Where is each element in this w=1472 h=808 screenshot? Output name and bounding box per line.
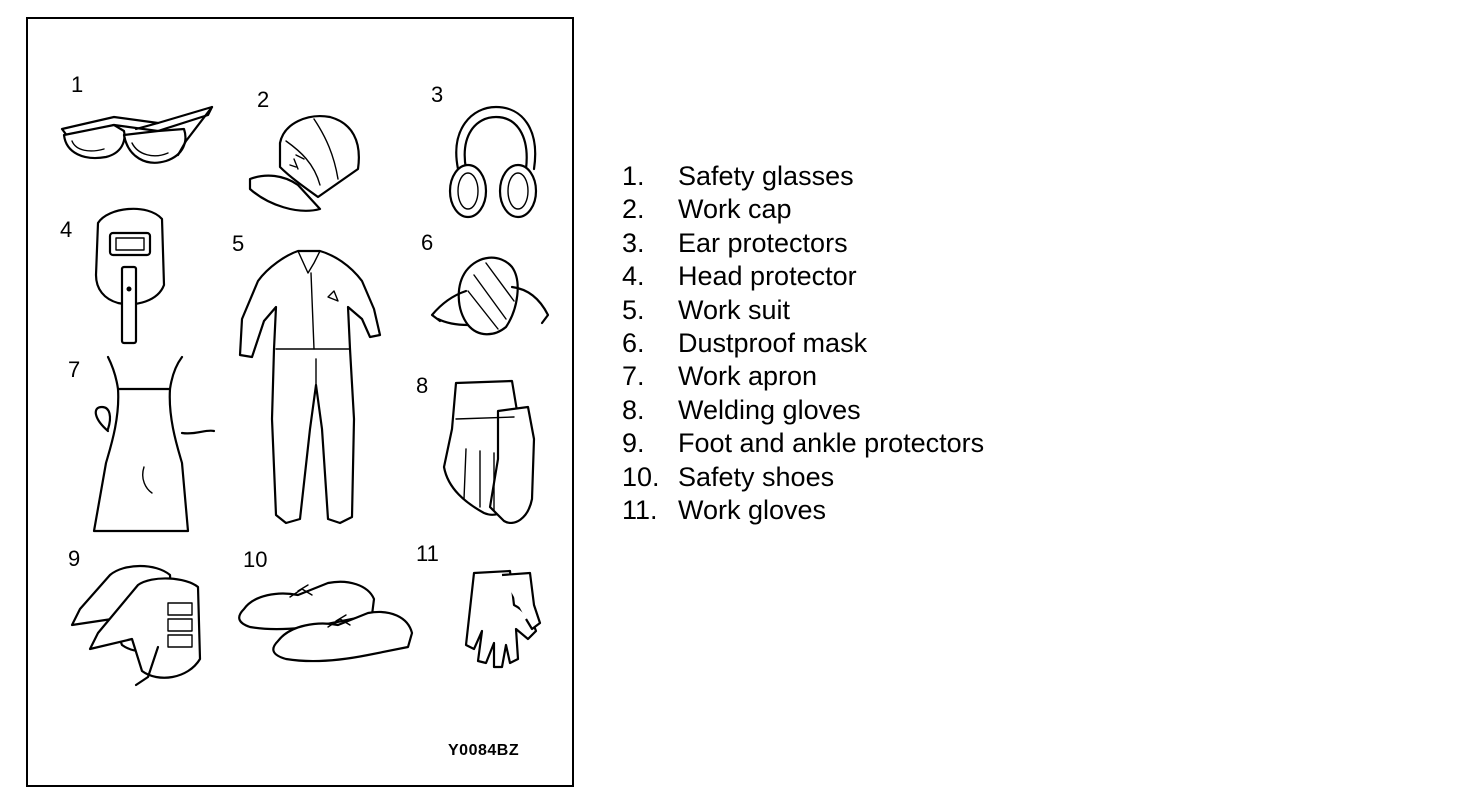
figure-code: Y0084BZ [448,742,520,759]
work-gloves-drawing [464,569,542,669]
figure-number-8: 8 [416,373,429,398]
work-cap-drawing [248,115,360,212]
figure-number-11: 11 [416,541,439,566]
foot-ankle-protectors-drawing [70,565,202,687]
legend-label: Work suit [678,294,791,325]
legend-number: 9. [622,428,645,459]
legend-number: 3. [622,227,645,258]
figure-number-2: 2 [257,87,270,112]
legend-label: Work gloves [678,495,827,526]
legend-item: 6. Dustproof mask [622,327,984,360]
legend-number: 4. [622,261,645,292]
legend-label: Work cap [678,194,792,225]
legend-item: 8. Welding gloves [622,394,984,427]
figure-number-3: 3 [431,82,444,107]
head-protector-drawing [94,207,166,345]
legend-item: 11. Work gloves [622,494,984,527]
work-suit-drawing [238,249,382,525]
ppe-illustration [60,105,550,687]
legend-number: 11. [622,495,658,526]
work-apron-drawing [92,355,216,533]
figure-number-7: 7 [68,357,81,382]
legend-item: 9. Foot and ankle protectors [622,427,984,460]
safety-glasses-drawing [60,105,214,164]
legend-number: 5. [622,294,645,325]
legend-item: 1. Safety glasses [622,160,984,193]
legend-number: 8. [622,394,645,425]
legend-label: Welding gloves [678,394,861,425]
welding-gloves-drawing [442,379,536,525]
legend-item: 2. Work cap [622,193,984,226]
legend-number: 1. [622,161,645,191]
figure-number-1: 1 [71,72,84,97]
legend-label: Work apron [678,361,818,392]
figure-number-6: 6 [421,230,434,255]
legend-label: Safety shoes [678,461,835,492]
legend-item: 10. Safety shoes [622,461,984,494]
figure-number-10: 10 [243,547,268,572]
legend-label: Foot and ankle protectors [678,428,985,459]
figure-number-9: 9 [68,546,81,571]
illustration-panel: 1 2 3 4 5 6 7 8 9 10 11 Y0084BZ [26,17,574,787]
legend-number: 10. [622,461,660,492]
legend-item: 4. Head protector [622,260,984,293]
figure-number-4: 4 [60,217,73,242]
legend-list: 1. Safety glasses 2. Work cap 3. Ear protec… [622,160,984,527]
legend-label: Safety glasses [678,161,854,191]
legend-number: 7. [622,361,645,392]
legend-item: 3. Ear protectors [622,227,984,260]
safety-shoes-drawing [238,580,414,663]
ear-protectors-drawing [448,105,538,219]
legend-label: Head protector [678,261,857,292]
legend-item: 7. Work apron [622,360,984,393]
legend-item: 5. Work suit [622,294,984,327]
legend-label: Ear protectors [678,227,848,258]
dustproof-mask-drawing [430,256,550,336]
legend-number: 2. [622,194,645,225]
figure-number-5: 5 [232,231,245,256]
legend-label: Dustproof mask [678,328,868,359]
legend-number: 6. [622,328,645,359]
